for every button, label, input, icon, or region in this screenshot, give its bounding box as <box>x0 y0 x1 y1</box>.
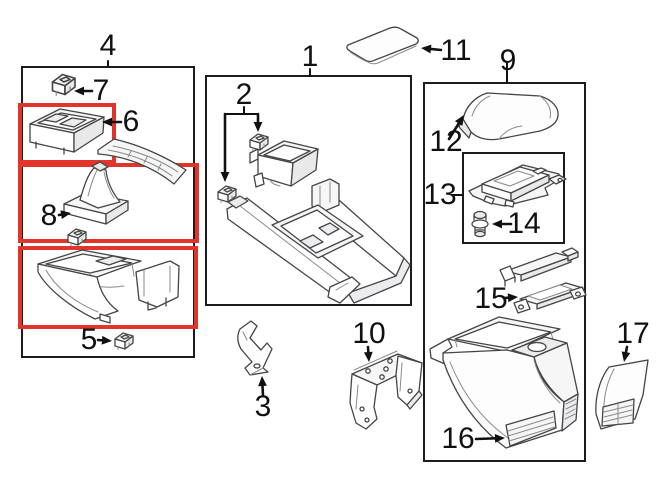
part-10-bracket-drawing <box>349 350 423 430</box>
highlight-box-part-8 <box>18 163 199 243</box>
part-label-4[interactable]: 4 <box>99 29 117 62</box>
callout-arrowhead <box>507 293 518 303</box>
part-label-16[interactable]: 16 <box>441 422 475 455</box>
part-8-clip-drawing <box>67 228 87 246</box>
part-label-8[interactable]: 8 <box>40 199 58 232</box>
part-15-rail-drawing <box>499 247 587 314</box>
part-3-bracket-drawing <box>237 320 273 376</box>
part-7-clip-drawing <box>51 73 76 96</box>
callout-arrowhead <box>454 115 464 126</box>
callout-arrows <box>57 44 631 443</box>
part-16-console-box-drawing <box>429 316 579 449</box>
group-box-9 <box>423 82 586 462</box>
callout-arrowhead <box>492 219 502 229</box>
part-label-9[interactable]: 9 <box>499 44 517 77</box>
storage-tray-drawing <box>37 249 180 324</box>
callout-arrowhead <box>220 172 230 182</box>
highlight-box-tray <box>18 246 198 329</box>
callout-arrowhead <box>60 210 71 219</box>
part-17-panel-drawing <box>595 359 649 430</box>
callout-arrowhead <box>102 117 112 127</box>
part-label-13[interactable]: 13 <box>423 178 457 211</box>
callout-arrowhead <box>363 351 373 362</box>
part-5-clip-drawing <box>114 332 134 350</box>
part-label-1[interactable]: 1 <box>301 40 319 73</box>
callout-arrowhead <box>621 351 631 362</box>
part-8-boot-drawing <box>63 161 129 225</box>
part-1-console-body-drawing <box>226 178 411 304</box>
part-label-11[interactable]: 11 <box>440 34 472 67</box>
callout-arrowhead <box>74 86 84 96</box>
callout-arrowhead <box>494 433 505 443</box>
group-box-13 <box>462 152 565 244</box>
part-6-tray-drawing <box>29 108 105 155</box>
group-box-1 <box>205 75 412 306</box>
part-label-5[interactable]: 5 <box>80 323 98 356</box>
part-2-clip-a-drawing <box>249 133 269 151</box>
callout-arrowhead <box>253 122 263 132</box>
part-label-3[interactable]: 3 <box>254 390 272 423</box>
part-label-6[interactable]: 6 <box>122 105 140 138</box>
part-2-clip-b-drawing <box>217 185 237 203</box>
part-1-upper-panel-drawing <box>249 140 319 188</box>
part-label-14[interactable]: 14 <box>507 207 541 240</box>
callout-arrow <box>447 119 462 141</box>
part-11-mat-drawing <box>346 26 419 65</box>
callout-arrowhead <box>101 335 112 345</box>
part-label-12[interactable]: 12 <box>429 125 463 158</box>
highlight-box-part-6 <box>18 103 116 164</box>
part-label-15[interactable]: 15 <box>474 282 508 315</box>
part-label-10[interactable]: 10 <box>352 317 386 350</box>
callout-arrowhead <box>258 376 267 387</box>
part-label-2[interactable]: 2 <box>235 78 253 111</box>
part-label-7[interactable]: 7 <box>92 74 110 107</box>
callout-arrowhead <box>421 44 432 54</box>
part-label-17[interactable]: 17 <box>616 317 650 350</box>
console-trim-drawing <box>97 138 187 185</box>
part-12-lid-drawing <box>458 92 559 141</box>
part-13-unit-drawing <box>468 164 567 208</box>
callout-arrow <box>474 436 500 441</box>
part-14-screw-drawing <box>471 210 489 238</box>
